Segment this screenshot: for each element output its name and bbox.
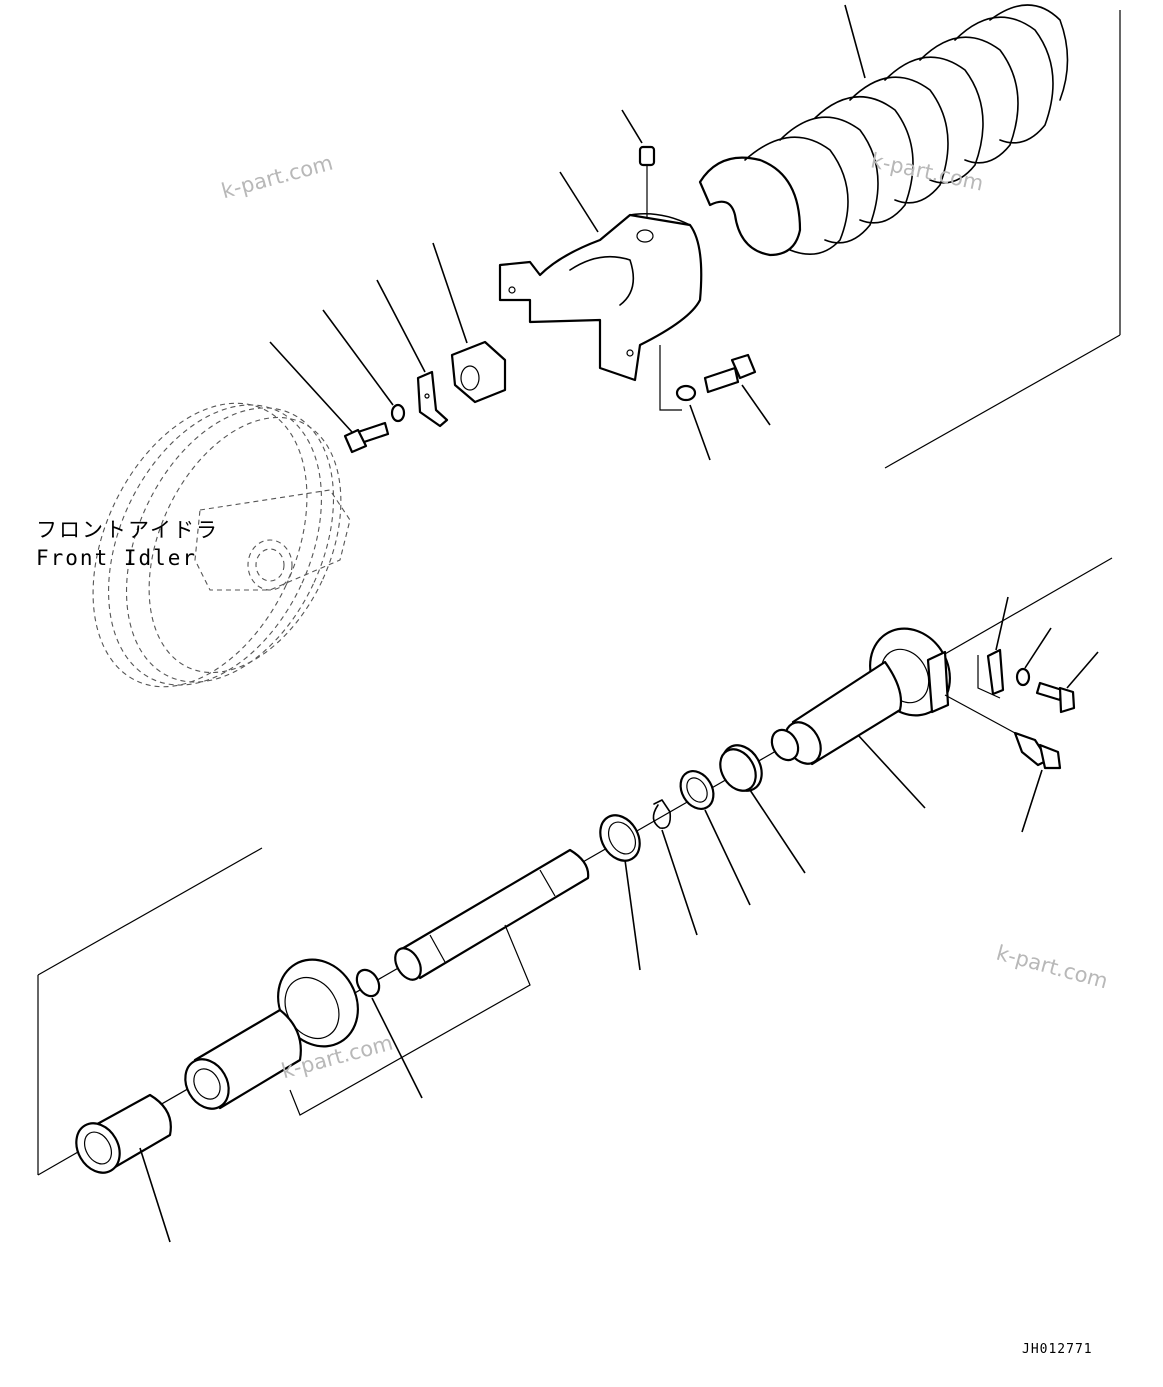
collar	[719, 744, 806, 874]
yoke-bolt	[675, 353, 771, 461]
drawing-code: JH012771	[1022, 1342, 1093, 1357]
grease-fitting	[621, 109, 656, 225]
frame-line-left-top	[37, 847, 263, 976]
frame-line-bottom	[884, 334, 1121, 469]
lock-plate	[376, 279, 449, 428]
bearing-ring	[599, 814, 641, 971]
front-idler-ghost	[92, 402, 351, 688]
snap-ring	[652, 799, 698, 936]
idler-yoke	[498, 171, 703, 411]
front-idler-label-jp: フロントアイドラ	[36, 518, 219, 542]
o-ring	[355, 968, 423, 1099]
leader-spring	[844, 4, 866, 79]
bushing	[75, 1093, 172, 1243]
washer-small	[322, 309, 406, 423]
hex-nut	[432, 242, 507, 404]
shaft-right	[770, 627, 951, 809]
grease-valve	[944, 694, 1062, 833]
shaft-left	[184, 958, 359, 1110]
small-bracket	[977, 596, 1099, 714]
recoil-spring	[698, 4, 1069, 257]
seal-ring	[679, 770, 751, 906]
bolt-left	[269, 341, 390, 454]
inner-shaft	[289, 848, 590, 1116]
front-idler-label: フロントアイドラ Front Idler	[36, 516, 219, 572]
front-idler-label-en: Front Idler	[36, 546, 198, 570]
